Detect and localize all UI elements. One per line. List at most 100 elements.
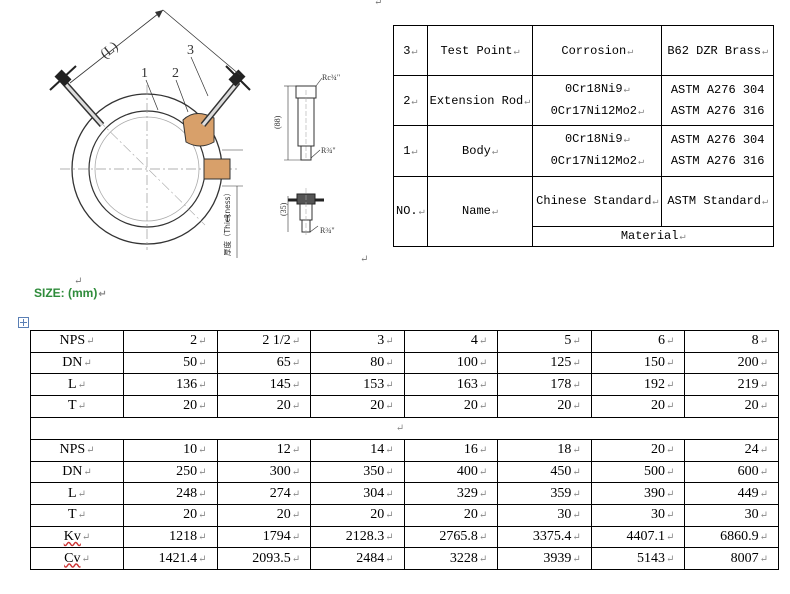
- r2-label: R¾": [320, 226, 335, 235]
- materials-table: 3↵ Test Point↵ Corrosion↵ B62 DZR Brass↵…: [393, 24, 774, 248]
- table-cell: 3939↵: [497, 547, 592, 570]
- table-cell: 50↵: [123, 351, 218, 375]
- row-name: Extension Rod↵: [426, 75, 534, 127]
- row-cn-standard: 0Cr18Ni9↵ 0Cr17Ni12Mo2↵: [532, 75, 663, 127]
- table-cell: 153↵: [310, 373, 405, 396]
- table-move-handle-icon[interactable]: [18, 317, 29, 328]
- table-cell: 12↵: [216, 439, 312, 462]
- table-cell: 20↵: [590, 439, 686, 462]
- table-cell: 20↵: [123, 394, 218, 418]
- table-cell: 65↵: [216, 351, 312, 375]
- table-cell: 20↵: [216, 394, 312, 418]
- paragraph-mark: ↵: [360, 254, 369, 265]
- table-cell: 350↵: [310, 460, 405, 484]
- table-row: Cv↵1421.4↵2093.5↵2484↵3228↵3939↵5143↵800…: [30, 547, 779, 570]
- callout-2: 2: [172, 66, 179, 81]
- table-cell: 24↵: [684, 439, 779, 462]
- table-cell: 30↵: [590, 504, 686, 527]
- table-cell: 136↵: [123, 373, 218, 396]
- table-cell: 125↵: [497, 351, 592, 375]
- table-cell: 250↵: [123, 460, 218, 484]
- table-cell: 4↵: [403, 330, 499, 353]
- row-label: Kv↵: [30, 525, 124, 549]
- table-cell: 2128.3↵: [310, 525, 405, 549]
- table-cell: 300↵: [216, 460, 312, 484]
- row-astm-standard: B62 DZR Brass↵: [661, 24, 774, 77]
- table-row: 1↵ Body↵ 0Cr18Ni9↵ 0Cr17Ni12Mo2↵ ASTM A2…: [393, 125, 774, 177]
- table-cell: 390↵: [590, 482, 686, 506]
- row-label: NPS↵: [30, 439, 124, 462]
- table-cell: 1421.4↵: [123, 547, 218, 570]
- table-row: NPS↵10↵12↵14↵16↵18↵20↵24↵: [30, 439, 779, 462]
- table-cell: 2484↵: [310, 547, 405, 570]
- row-label: DN↵: [30, 460, 124, 484]
- table-cell: 500↵: [590, 460, 686, 484]
- table-cell: 145↵: [216, 373, 312, 396]
- table-cell: 6860.9↵: [684, 525, 779, 549]
- table-cell: 80↵: [310, 351, 405, 375]
- table-cell: 8007↵: [684, 547, 779, 570]
- row-label: T↵: [30, 504, 124, 527]
- table-cell: 1218↵: [123, 525, 218, 549]
- table-cell: 3375.4↵: [497, 525, 592, 549]
- table-cell: 248↵: [123, 482, 218, 506]
- row-no: 1↵: [393, 125, 428, 177]
- rc-label: Rc¾": [322, 73, 340, 82]
- table-row: L↵248↵274↵304↵329↵359↵390↵449↵: [30, 482, 779, 506]
- row-name: Test Point↵: [426, 24, 534, 77]
- row-no: 2↵: [393, 75, 428, 127]
- leader-1: [145, 79, 159, 111]
- leader-3: [190, 56, 209, 97]
- table-cell: 2↵: [123, 330, 218, 353]
- table-cell: 5↵: [497, 330, 592, 353]
- table-row: DN↵50↵65↵80↵100↵125↵150↵200↵: [30, 351, 779, 375]
- header-no: NO.↵: [393, 175, 428, 248]
- dim-35-label: (35): [279, 202, 288, 216]
- table-cell: 4407.1↵: [590, 525, 686, 549]
- test-point-detail: [284, 77, 323, 161]
- table-cell: 400↵: [403, 460, 499, 484]
- table-cell: 2 1/2↵: [216, 330, 312, 353]
- row-cn-standard: 0Cr18Ni9↵ 0Cr17Ni12Mo2↵: [532, 125, 663, 177]
- table-cell: 100↵: [403, 351, 499, 375]
- table-cell: 329↵: [403, 482, 499, 506]
- row-label: Cv↵: [30, 547, 124, 570]
- dim-arrow: [155, 10, 163, 18]
- table-cell: 304↵: [310, 482, 405, 506]
- dim-line-l: [69, 9, 164, 84]
- table-row: L↵136↵145↵153↵163↵178↵192↵219↵: [30, 373, 779, 396]
- table-cell: 18↵: [497, 439, 592, 462]
- table-cell: 200↵: [684, 351, 779, 375]
- table-cell: 449↵: [684, 482, 779, 506]
- table-cell: 30↵: [497, 504, 592, 527]
- r-label: R¾": [321, 146, 336, 155]
- header-name: Name↵: [426, 175, 534, 248]
- size-table: NPS↵2↵2 1/2↵3↵4↵5↵6↵8↵DN↵50↵65↵80↵100↵12…: [30, 330, 779, 570]
- table-cell: 359↵: [497, 482, 592, 506]
- leader-2: [175, 79, 189, 113]
- table-cell: 178↵: [497, 373, 592, 396]
- dim-ext-line: [162, 9, 241, 76]
- table-cell: 20↵: [123, 504, 218, 527]
- table-cell: 2093.5↵: [216, 547, 312, 570]
- row-label: T↵: [30, 394, 124, 418]
- table-cell: 16↵: [403, 439, 499, 462]
- callout-1: 1: [141, 66, 148, 81]
- table-cell: 30↵: [684, 504, 779, 527]
- row-astm-standard: ASTM A276 304 ASTM A276 316: [661, 75, 774, 127]
- table-cell: 5143↵: [590, 547, 686, 570]
- dim-88-label: (88): [273, 115, 282, 129]
- table-cell: 2765.8↵: [403, 525, 499, 549]
- separator-cell: ↵: [30, 416, 779, 441]
- table-cell: 20↵: [403, 504, 499, 527]
- paragraph-mark: ↵: [74, 276, 83, 287]
- table-row: Kv↵1218↵1794↵2128.3↵2765.8↵3375.4↵4407.1…: [30, 525, 779, 549]
- valve-drawing: (L) 1 2 3 T 厚度（Thickness） (88) Rc¾" R¾" …: [49, 9, 340, 258]
- row-name: Body↵: [426, 125, 534, 177]
- table-cell: 20↵: [310, 504, 405, 527]
- paragraph-mark: ↵: [374, 0, 383, 8]
- row-label: L↵: [30, 482, 124, 506]
- row-astm-standard: ASTM A276 304 ASTM A276 316: [661, 125, 774, 177]
- row-label: DN↵: [30, 351, 124, 375]
- table-cell: 3228↵: [403, 547, 499, 570]
